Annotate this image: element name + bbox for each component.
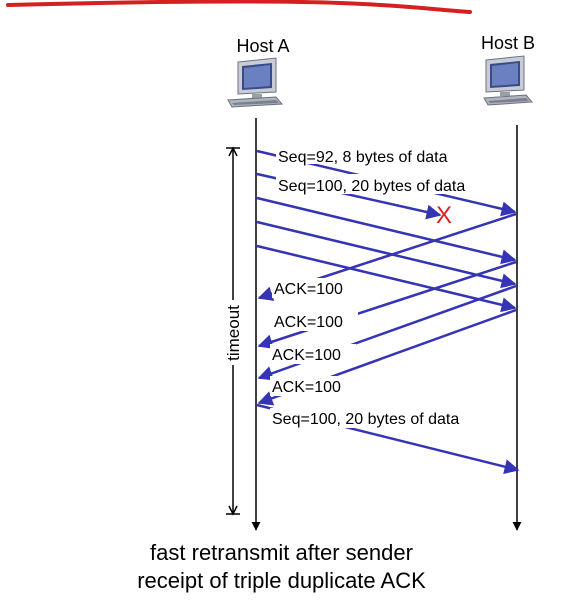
caption-line-2: receipt of triple duplicate ACK xyxy=(137,568,426,593)
host-b-label: Host B xyxy=(481,33,535,53)
ack-label-2: ACK=100 xyxy=(274,314,343,331)
timeout-label: timeout xyxy=(224,305,243,361)
seq100-label: Seq=100, 20 bytes of data xyxy=(278,178,465,195)
timeout-bracket xyxy=(226,146,240,516)
data-segment-4-arrow xyxy=(256,220,517,289)
data-segment-5-arrow xyxy=(256,244,517,313)
host-b-computer-icon xyxy=(483,55,534,106)
ack-arrow-2 xyxy=(257,260,517,349)
ack-arrow-3 xyxy=(257,284,517,381)
host-a-computer-icon xyxy=(227,57,284,108)
ack-label-1: ACK=100 xyxy=(274,281,343,298)
packet-loss-marker: X xyxy=(436,202,452,229)
decorative-red-underline xyxy=(6,0,472,14)
ack-label-4: ACK=100 xyxy=(272,379,341,396)
data-segment-3-arrow xyxy=(256,196,517,265)
seq92-label: Seq=92, 8 bytes of data xyxy=(278,149,448,166)
caption-line-1: fast retransmit after sender xyxy=(150,540,413,565)
host-a-label: Host A xyxy=(236,36,289,56)
ack-label-3: ACK=100 xyxy=(272,347,341,364)
retransmit-label: Seq=100, 20 bytes of data xyxy=(272,411,459,428)
